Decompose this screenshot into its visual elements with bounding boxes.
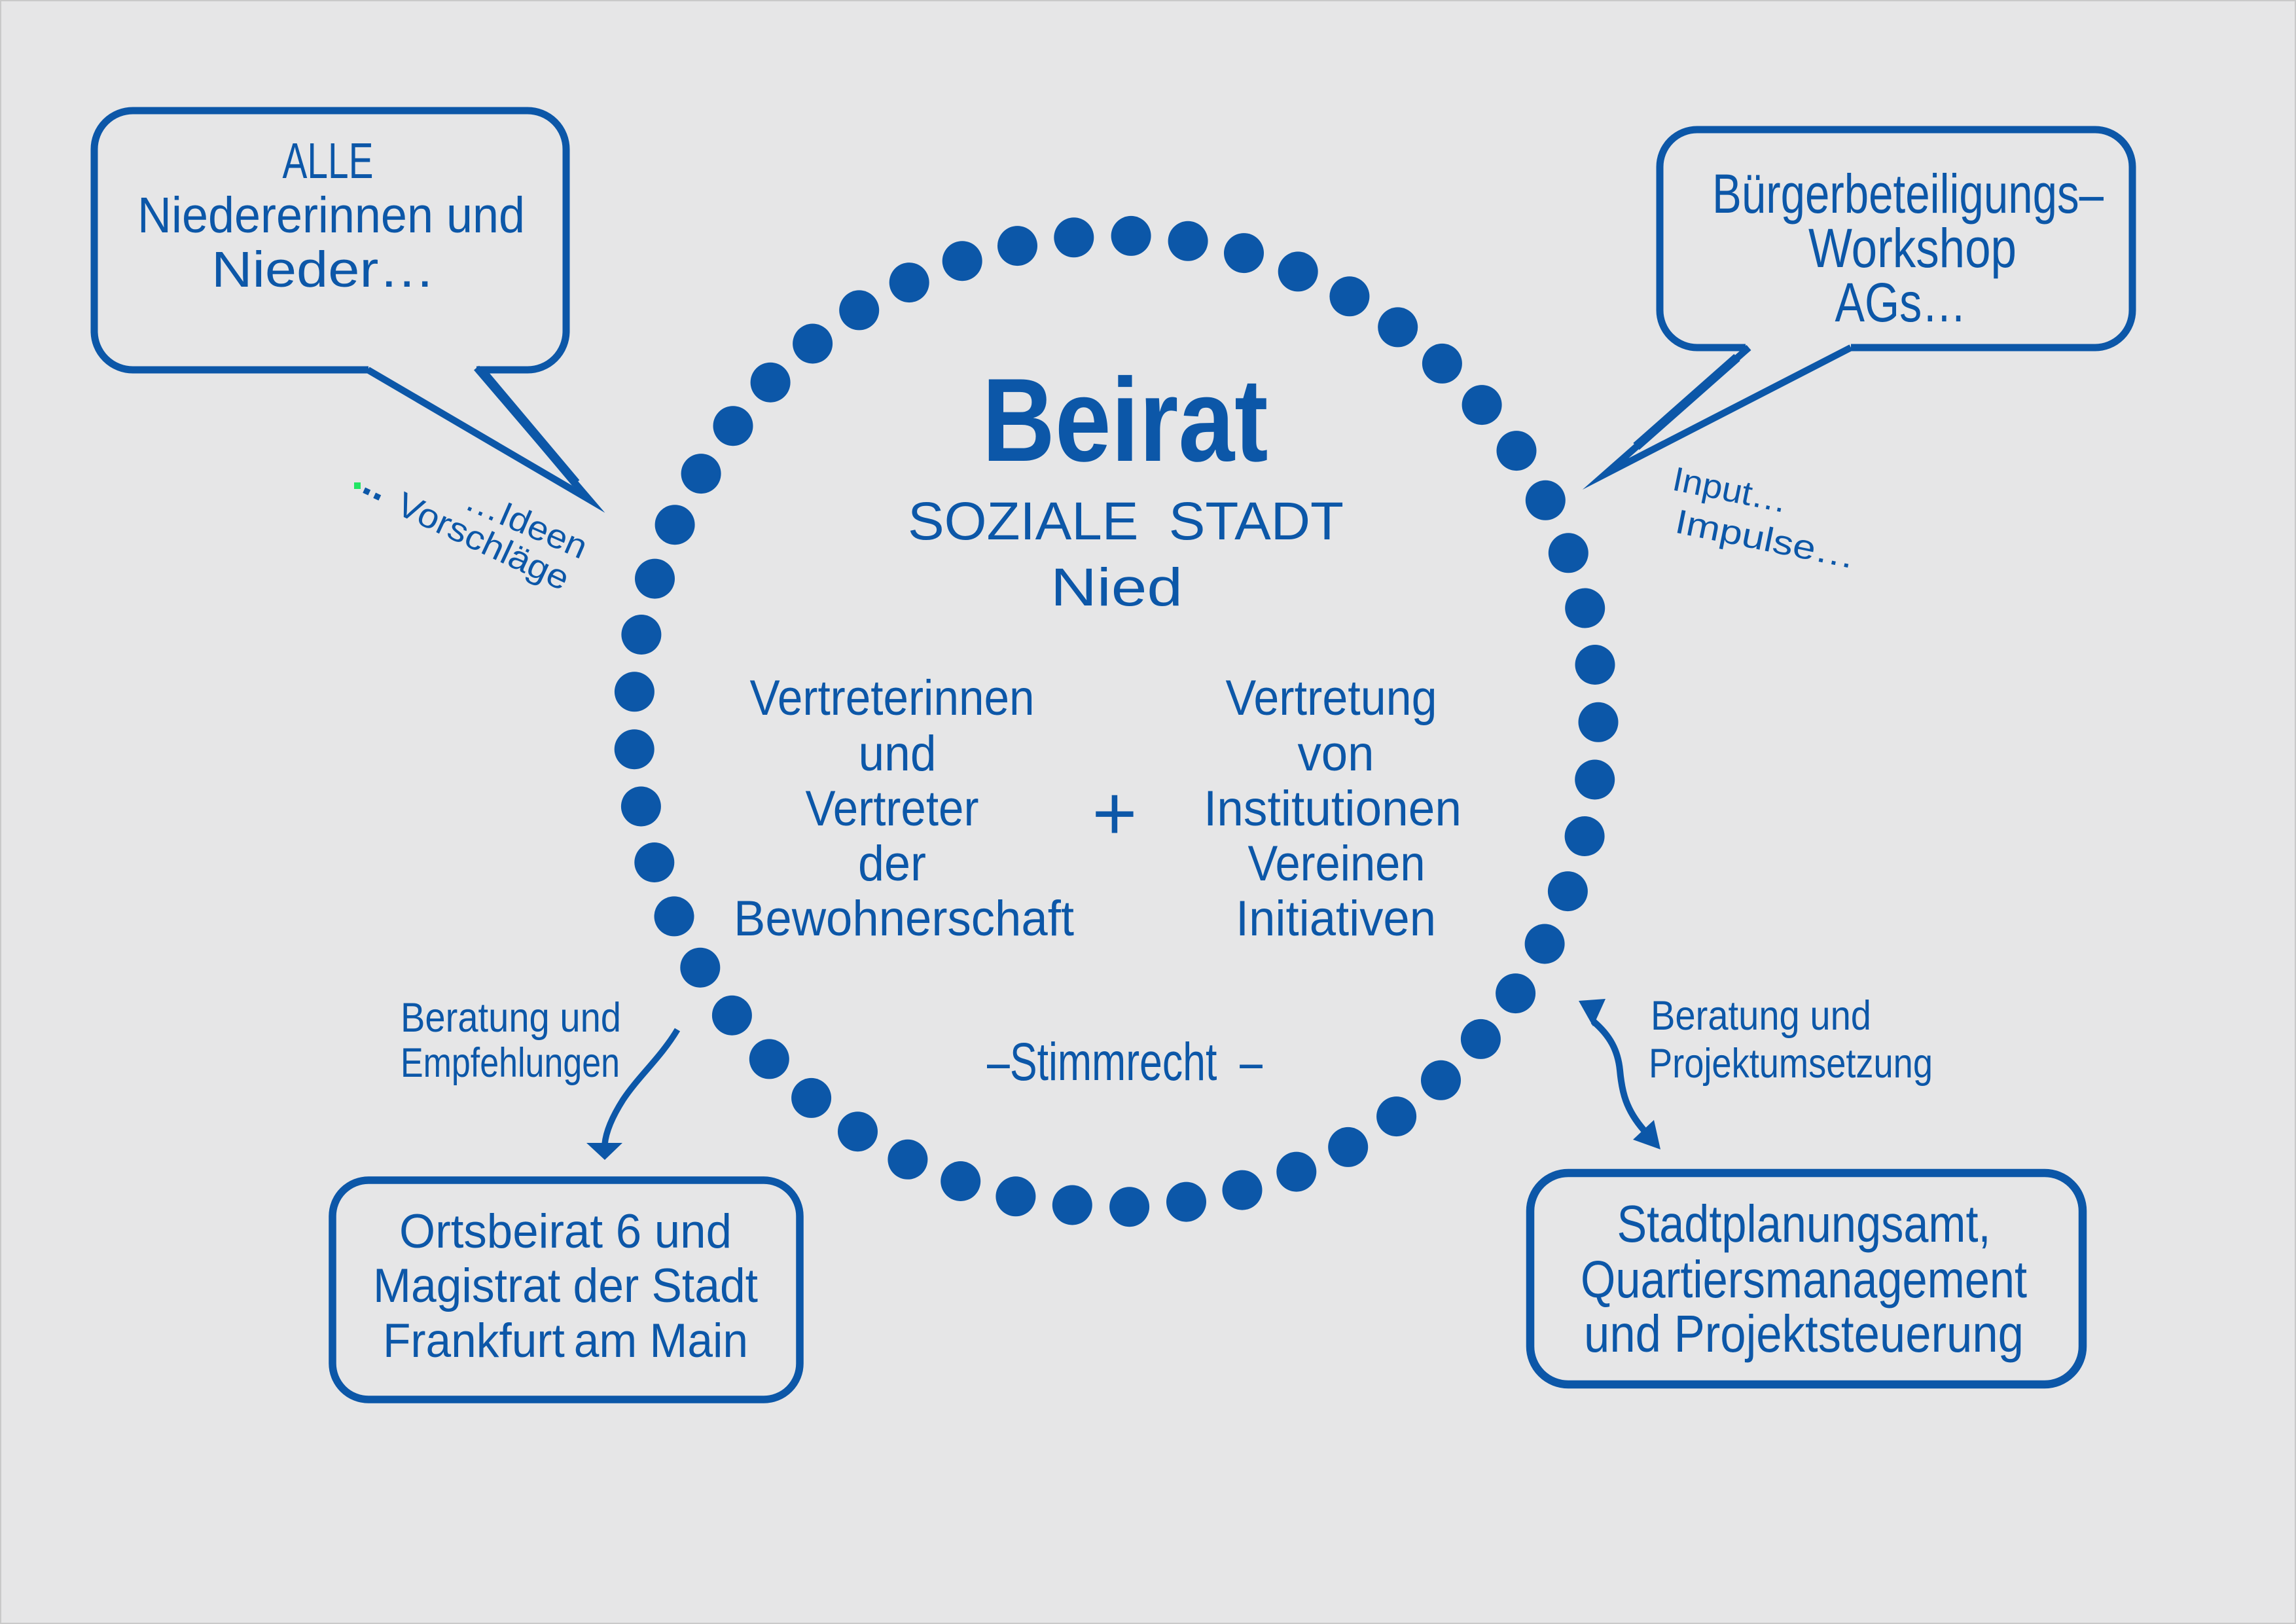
svg-text:Vertreterinnen: Vertreterinnen <box>750 670 1035 726</box>
svg-text:und: und <box>859 726 937 782</box>
svg-text:Stadtplanungsamt,: Stadtplanungsamt, <box>1617 1195 1991 1253</box>
svg-text:der: der <box>858 836 926 892</box>
svg-text:Vereinen: Vereinen <box>1248 836 1426 892</box>
svg-text:SOZIALE STADT: SOZIALE STADT <box>908 492 1344 551</box>
svg-text:–Stimmrecht –: –Stimmrecht – <box>987 1032 1263 1092</box>
svg-text:Beirat: Beirat <box>982 354 1268 486</box>
svg-text:Beratung und: Beratung und <box>1651 993 1871 1039</box>
svg-text:Vertreter: Vertreter <box>806 781 979 837</box>
svg-text:Nieder…: Nieder… <box>211 242 435 298</box>
svg-text:Workshop: Workshop <box>1808 217 2017 279</box>
svg-text:Frankfurt am Main: Frankfurt am Main <box>383 1314 748 1367</box>
svg-text:von: von <box>1298 726 1374 782</box>
svg-text:Bürgerbeteiligungs–: Bürgerbeteiligungs– <box>1712 163 2104 225</box>
svg-text:Niedererinnen und: Niedererinnen und <box>137 187 525 244</box>
svg-text:AGs…: AGs… <box>1835 272 1967 333</box>
svg-text:Bewohnerschaft: Bewohnerschaft <box>734 891 1074 947</box>
svg-text:Beratung und: Beratung und <box>401 995 621 1041</box>
svg-text:Ortsbeirat 6 und: Ortsbeirat 6 und <box>399 1205 732 1258</box>
svg-text:Vertretung: Vertretung <box>1226 670 1437 726</box>
svg-text:Nied: Nied <box>1050 558 1183 617</box>
svg-text:Initiativen: Initiativen <box>1236 891 1436 947</box>
svg-text:+: + <box>1092 770 1138 857</box>
svg-text:Projektumsetzung: Projektumsetzung <box>1649 1041 1933 1087</box>
svg-text:Empfehlungen: Empfehlungen <box>401 1040 620 1086</box>
svg-text:Magistrat der Stadt: Magistrat der Stadt <box>373 1259 758 1312</box>
svg-text:ALLE: ALLE <box>283 133 374 189</box>
svg-text:und Projektsteuerung: und Projektsteuerung <box>1584 1305 2024 1363</box>
svg-text:Institutionen: Institutionen <box>1204 781 1462 837</box>
svg-text:Quartiersmanagement: Quartiersmanagement <box>1581 1250 2027 1308</box>
